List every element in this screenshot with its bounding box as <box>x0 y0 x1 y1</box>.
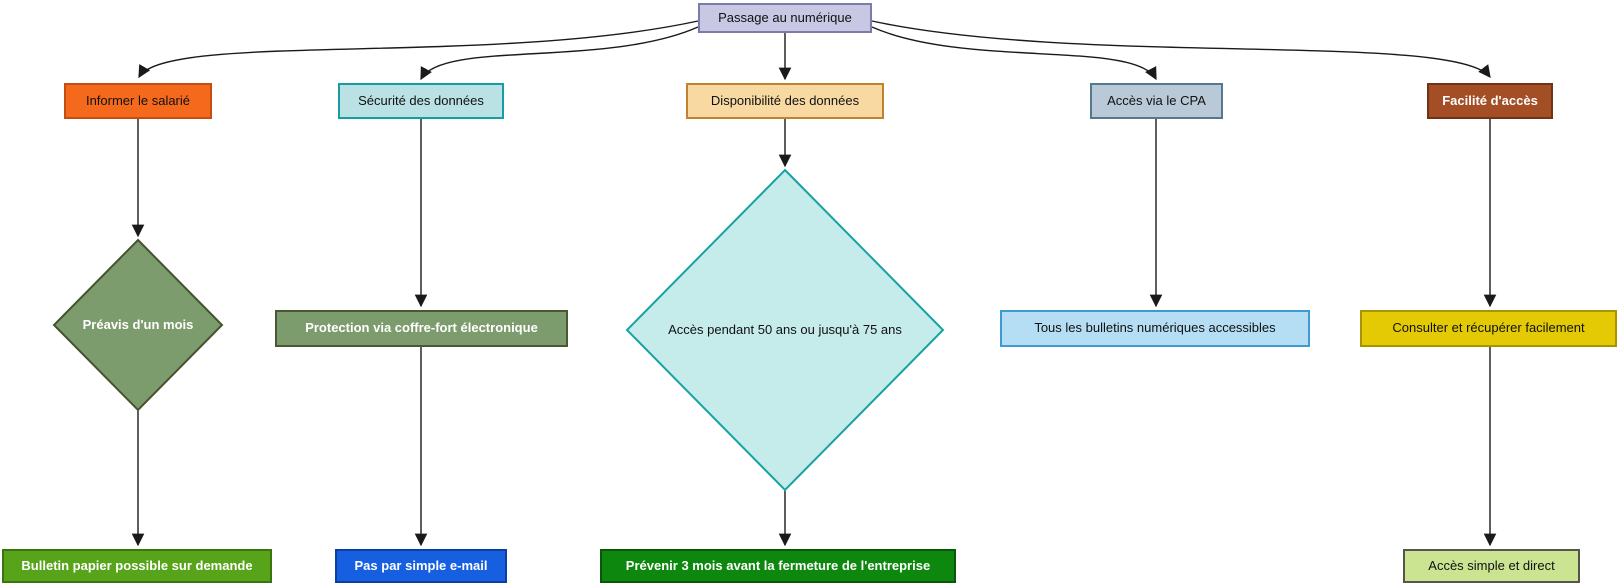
node-cpa-label: Accès via le CPA <box>1107 92 1206 108</box>
node-consulter-label: Consulter et récupérer facilement <box>1392 320 1585 336</box>
node-prevenir-3-mois-label: Prévenir 3 mois avant la fermeture de l'… <box>625 557 931 573</box>
node-securite-label: Sécurité des données <box>358 92 484 108</box>
node-acces-50-ans-diamond <box>625 168 945 492</box>
edge-root-to-securite <box>420 26 699 81</box>
node-informer: Informer le salarié <box>64 83 212 119</box>
node-pas-email: Pas par simple e-mail <box>335 549 507 583</box>
node-bulletin-papier-label: Bulletin papier possible sur demande <box>21 557 253 573</box>
node-facilite: Facilité d'accès <box>1427 83 1553 119</box>
node-disponibilite: Disponibilité des données <box>686 83 884 119</box>
node-coffre-fort-label: Protection via coffre-fort électronique <box>305 320 538 336</box>
node-bulletins-accessibles: Tous les bulletins numériques accessible… <box>1000 310 1310 347</box>
node-acces-simple-label: Accès simple et direct <box>1428 557 1555 573</box>
node-facilite-label: Facilité d'accès <box>1442 92 1538 108</box>
node-root-label: Passage au numérique <box>718 9 852 25</box>
node-disponibilite-label: Disponibilité des données <box>710 92 860 108</box>
node-coffre-fort: Protection via coffre-fort électronique <box>275 310 568 347</box>
node-pas-email-label: Pas par simple e-mail <box>354 557 488 573</box>
node-cpa: Accès via le CPA <box>1090 83 1223 119</box>
node-informer-label: Informer le salarié <box>85 92 191 108</box>
node-bulletins-accessibles-label: Tous les bulletins numériques accessible… <box>1034 320 1276 336</box>
node-acces-simple: Accès simple et direct <box>1403 549 1580 583</box>
edge-root-to-facilite <box>871 20 1491 79</box>
node-bulletin-papier: Bulletin papier possible sur demande <box>2 549 272 583</box>
edge-root-to-informer <box>138 20 699 79</box>
node-preavis-diamond <box>52 238 224 412</box>
node-consulter: Consulter et récupérer facilement <box>1360 310 1617 347</box>
node-securite: Sécurité des données <box>338 83 504 119</box>
node-prevenir-3-mois: Prévenir 3 mois avant la fermeture de l'… <box>600 549 956 583</box>
edge-root-to-cpa <box>871 26 1157 81</box>
node-root: Passage au numérique <box>698 3 872 33</box>
